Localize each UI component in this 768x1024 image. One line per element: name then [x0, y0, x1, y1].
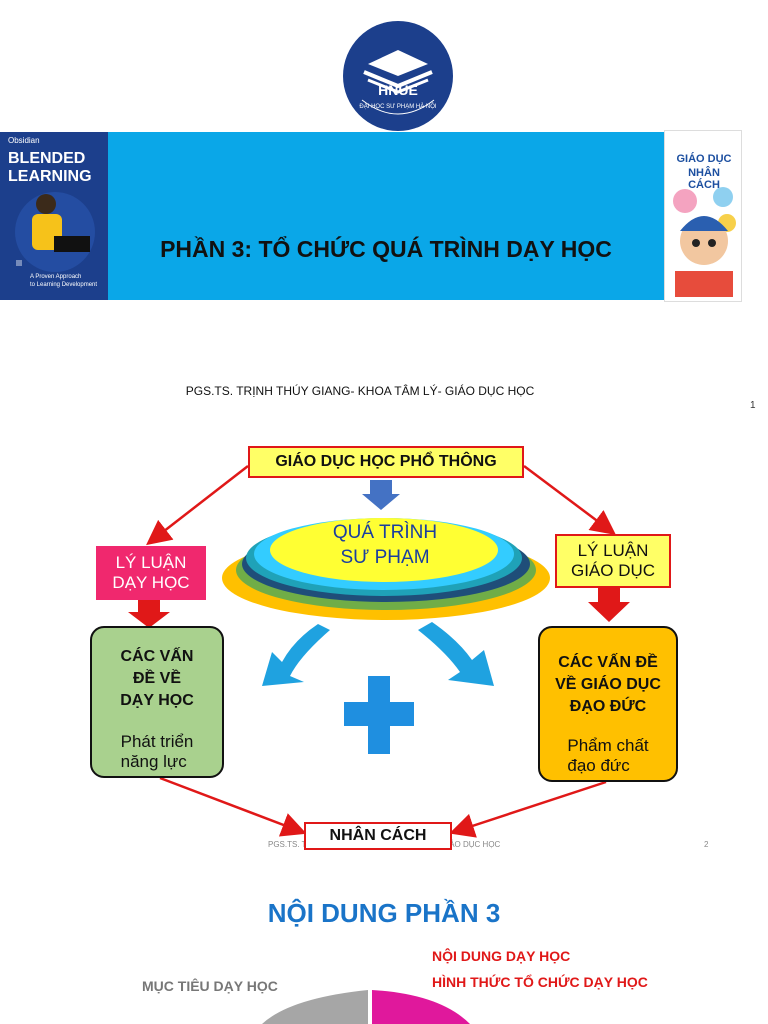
slide-1-author: PGS.TS. TRỊNH THÚY GIANG- KHOA TÂM LÝ- G…: [185, 384, 535, 398]
box-van-de-giao-duc-dao-duc: CÁC VẤN ĐỀ VỀ GIÁO DỤC ĐẠO ĐỨC Phẩm chất…: [538, 626, 678, 782]
hnue-logo-ring-text: ĐẠI HỌC SƯ PHẠM HÀ NỘI: [359, 104, 437, 110]
curved-arrow-right: [418, 622, 494, 686]
box-green-sub: Phát triển năng lực: [121, 732, 194, 772]
blue-plus-icon: [344, 676, 414, 754]
book-cover-illustration: [673, 187, 736, 297]
center-line2: SƯ PHẠM: [340, 547, 430, 568]
hnue-logo-text: HNUE: [378, 82, 418, 98]
label-ld-line2: DẠY HỌC: [112, 573, 190, 592]
box-van-de-day-hoc: CÁC VẤN ĐỀ VỀ DẠY HỌC Phát triển năng lự…: [90, 626, 224, 778]
slide-1-page-number: 1: [750, 400, 756, 411]
book-subtitle-line2: to Learning Development: [30, 282, 98, 288]
item-hinh-thuc-to-chuc: HÌNH THỨC TỔ CHỨC DẠY HỌC: [432, 974, 648, 990]
label-gd-line2: GIÁO DỤC: [570, 561, 656, 580]
book-title-line2: LEARNING: [8, 168, 92, 185]
book-brand: Obsidian: [8, 136, 40, 145]
slide-2-diagram: GIÁO DỤC HỌC PHỔ THÔNG QUÁ TRÌNH SƯ PHẠM…: [0, 430, 768, 860]
title-banner: PHẦN 3: TỔ CHỨC QUÁ TRÌNH DẠY HỌC: [108, 132, 664, 300]
label-giao-duc-hoc-pho-thong: GIÁO DỤC HỌC PHỔ THÔNG: [248, 446, 524, 478]
arrow-left-to-bottom: [159, 776, 307, 837]
label-ld-line1: LÝ LUẬN: [115, 553, 187, 572]
slide-3-title: NỘI DUNG PHẦN 3: [267, 898, 501, 928]
ellipse-layer-yellow: [270, 518, 498, 582]
label-ly-luan-day-hoc: LÝ LUẬN DẠY HỌC: [96, 546, 206, 600]
curved-arrow-left: [262, 624, 330, 686]
item-noi-dung-day-hoc: NỘI DUNG DẠY HỌC: [432, 948, 571, 964]
arrow-right-to-bottom: [449, 780, 607, 838]
book-cover-art: [15, 192, 95, 272]
label-ly-luan-giao-duc: LÝ LUẬN GIÁO DỤC: [555, 534, 671, 588]
label-gd-line1: LÝ LUẬN: [577, 541, 649, 560]
book-right-title-line1: GIÁO DỤC: [676, 153, 732, 165]
diagram-graphics: [128, 465, 630, 838]
box-yellow-line2: VỀ GIÁO DỤC: [555, 676, 661, 693]
slide-1-title: PHẦN 3: TỔ CHỨC QUÁ TRÌNH DẠY HỌC: [160, 236, 612, 262]
book-subtitle-line1: A Proven Approach: [30, 274, 82, 280]
box-yellow-sub1: Phẩm chất: [567, 736, 649, 755]
arrow-top-to-left: [146, 465, 249, 546]
box-yellow-line1: CÁC VẤN ĐỀ: [558, 654, 658, 671]
box-yellow-line3: ĐẠO ĐỨC: [569, 698, 647, 715]
box-green-line1: CÁC VẤN: [120, 648, 194, 665]
box-yellow-sub2: đạo đức: [567, 756, 630, 775]
slide-3: NỘI DUNG PHẦN 3 NỘI DUNG DẠY HỌC HÌNH TH…: [0, 870, 768, 1024]
arrow-top-to-right: [523, 465, 616, 535]
pie-slice-gray: [262, 990, 368, 1024]
red-down-arrow-left: [128, 600, 170, 628]
item-muc-tieu-day-hoc: MỤC TIÊU DẠY HỌC: [142, 978, 278, 994]
label-nhan-cach: NHÂN CÁCH: [304, 822, 452, 850]
box-green-line2: ĐỀ VỀ: [132, 670, 181, 687]
blue-down-arrow-top: [362, 480, 400, 510]
hnue-logo-graphic: [343, 21, 453, 131]
pie-slice-magenta: [372, 990, 470, 1024]
box-yellow-sub: Phẩm chất đạo đức: [567, 736, 648, 776]
box-green-sub1: Phát triển: [120, 732, 194, 751]
box-green-sub2: năng lực: [120, 752, 187, 771]
pie-partial: [262, 990, 470, 1024]
slide-2-page-number: 2: [704, 840, 709, 849]
red-down-arrow-right: [588, 588, 630, 622]
slide-1: Obsidian BLENDED LEARNING A Proven Appro…: [0, 0, 768, 418]
box-green-line3: DẠY HỌC: [120, 692, 194, 709]
giao-duc-nhan-cach-book-cover: GIÁO DỤC NHÂN CÁCH: [664, 130, 742, 302]
blended-learning-book-cover: Obsidian BLENDED LEARNING A Proven Appro…: [0, 132, 110, 300]
book-right-title-line2: NHÂN CÁCH: [688, 167, 720, 191]
hnue-logo: HNUE ĐẠI HỌC SƯ PHẠM HÀ NỘI: [342, 20, 454, 132]
book-title-line1: BLENDED: [8, 150, 86, 167]
center-qua-trinh-su-pham: QUÁ TRÌNH SƯ PHẠM: [300, 520, 470, 570]
center-line1: QUÁ TRÌNH: [332, 522, 438, 543]
